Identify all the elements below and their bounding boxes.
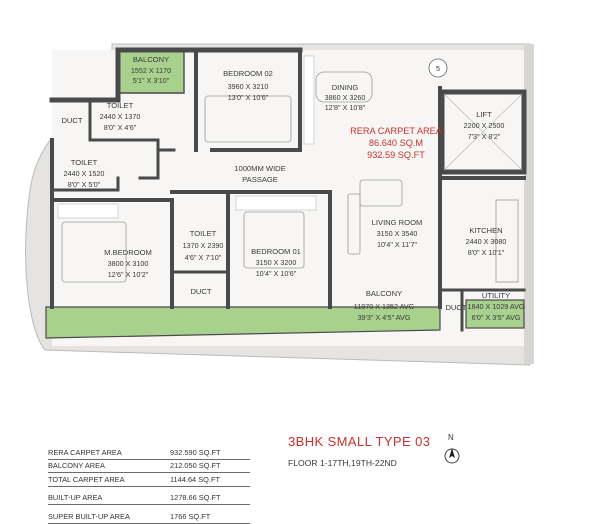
bedroom01-dim2: 10'4" X 10'6" [256,269,297,278]
table-row: BUILT-UP AREA 1278.66 SQ.FT [48,491,250,505]
passage-line2: PASSAGE [242,175,278,184]
rera-overlay-sqm: 86.640 SQ.M [369,138,423,148]
utility-name: UTILITY [482,291,510,300]
bedroom01-name: BEDROOM 01 [251,247,301,256]
table-row: RERA CARPET AREA 932.590 SQ.FT [48,446,250,460]
mbedroom-dim2: 12'6" X 10'2" [108,270,149,279]
dining-name: DINING [332,83,359,92]
mbedroom-dim1: 3800 X 3100 [108,259,149,268]
dining-dim2: 12'8" X 10'8" [325,103,366,112]
duct3-name: DUCT [445,303,466,312]
duct2-name: DUCT [190,287,211,296]
balcony-bottom-dim1: 11970 X 1352 AVG [354,302,415,311]
bedroom02-dim2: 13'0" X 10'6" [228,93,269,102]
area-value: 212.050 SQ.FT [170,459,250,473]
right-strip [524,44,534,364]
unit-number: 5 [436,64,440,73]
bedroom02-dim1: 3960 X 3210 [228,82,269,91]
kitchen-dim1: 2440 X 3080 [466,237,507,246]
utility-fill [465,299,525,329]
area-value: 1144.64 SQ.FT [170,472,250,487]
area-label: BUILT-UP AREA [48,491,170,505]
kitchen-dim2: 8'0" X 10'1" [468,248,505,257]
toilet1-dim2: 8'0" X 4'6" [104,123,137,132]
duct1-name: DUCT [61,116,82,125]
area-value: 1766 SQ.FT [170,510,250,524]
north-label: N [448,433,454,442]
area-value: 932.590 SQ.FT [170,446,250,460]
balcony-bottom-fill [45,306,441,339]
table-row: SUPER BUILT-UP AREA 1766 SQ.FT [48,510,250,524]
area-label: TOTAL CARPET AREA [48,472,170,487]
floors-subtitle: FLOOR 1-17TH,19TH-22ND [288,458,397,468]
area-label: RERA CARPET AREA [48,446,170,460]
area-value: 1278.66 SQ.FT [170,491,250,505]
balcony-top-dim1: 1552 X 1170 [131,66,171,75]
balcony-bottom-name: BALCONY [366,289,402,298]
table-row: BALCONY AREA 212.050 SQ.FT [48,459,250,473]
toilet2-name: TOILET [71,158,98,167]
unit-number-badge [428,58,448,78]
north-compass-icon [444,448,460,464]
toilet3-name: TOILET [190,229,217,238]
furniture [57,55,519,283]
dining-dim1: 3860 X 3260 [325,93,366,102]
area-statement-table: RERA CARPET AREA 932.590 SQ.FT BALCONY A… [48,446,250,524]
rera-overlay-sqft: 932.59 SQ.FT [367,150,425,160]
utility-dim2: 6'0" X 3'5" AVG [472,313,521,322]
living-name: LIVING ROOM [372,218,423,227]
unit-type-title: 3BHK SMALL TYPE 03 [288,434,431,449]
kitchen-name: KITCHEN [469,226,502,235]
mbedroom-name: M.BEDROOM [104,248,152,257]
toilet2-dim2: 8'0" X 5'0" [68,180,101,189]
balcony-bottom-dim2: 39'3" X 4'5" AVG [358,313,411,322]
table-row: TOTAL CARPET AREA 1144.64 SQ.FT [48,472,250,487]
lift-dim1: 2200 X 2500 [464,121,505,130]
bedroom01-dim1: 3150 X 3200 [256,258,297,267]
area-label: BALCONY AREA [48,459,170,473]
passage-line1: 1000MM WIDE [234,164,285,173]
toilet3-dim1: 1370 X 2390 [183,241,224,250]
balcony-top-dim2: 5'1" X 3'10" [133,76,170,85]
rera-overlay-label: RERA CARPET AREA [350,126,443,136]
utility-dim1: 1840 X 1029 AVG [467,302,524,311]
bedroom02-name: BEDROOM 02 [223,69,273,78]
area-label: SUPER BUILT-UP AREA [48,510,170,524]
living-dim2: 10'4" X 11'7" [377,240,418,249]
balcony-top-name: BALCONY [133,55,169,64]
toilet2-dim1: 2440 X 1520 [64,169,105,178]
walls [49,47,526,332]
toilet3-dim2: 4'6" X 7'10" [185,253,222,262]
lift-name: LIFT [476,110,492,119]
toilet1-dim1: 2440 X 1370 [100,112,141,121]
living-dim1: 3150 X 3540 [377,229,418,238]
toilet1-name: TOILET [107,101,134,110]
lift-dim2: 7'3" X 8'2" [468,132,501,141]
